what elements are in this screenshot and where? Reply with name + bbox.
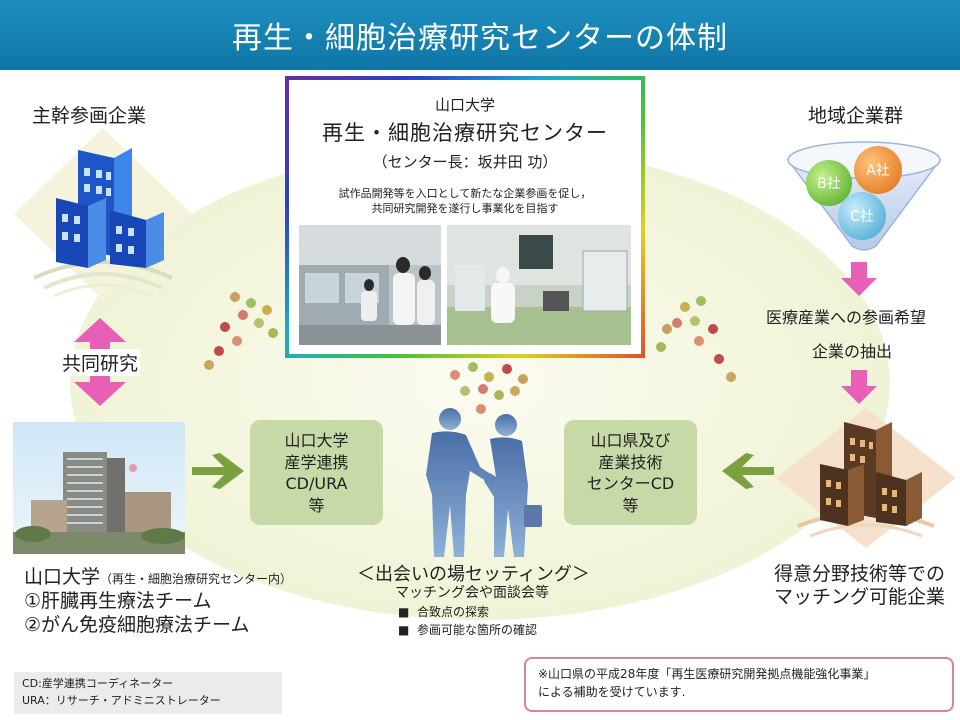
decorative-dot <box>696 296 706 306</box>
university-hospital-image <box>13 422 185 554</box>
regional-companies-label: 地域企業群 <box>808 105 904 127</box>
joint-research-label: 共同研究 <box>60 349 141 376</box>
company-a-bubble: A社 <box>854 146 902 194</box>
decorative-dot <box>476 404 486 414</box>
prefecture-coordinator-box: 山口県及び 産業技術 センターCD 等 <box>564 420 697 525</box>
arrow-left-icon <box>722 453 774 489</box>
corporate-building-icon <box>14 128 192 300</box>
decorative-dot <box>254 318 264 328</box>
decorative-dot <box>656 342 666 352</box>
lab-photo-1 <box>299 225 441 345</box>
abbreviation-ura: URA：リサーチ・アドミニストレーター <box>22 693 221 707</box>
team-immunotherapy: ②がん免疫細胞療法チーム <box>24 614 250 636</box>
center-head: （センター長：坂井田 功） <box>372 153 558 171</box>
decorative-dot <box>468 362 478 372</box>
lab-photo-2 <box>447 225 631 345</box>
decorative-dot <box>232 336 242 346</box>
university-name: 山口大学 <box>24 566 101 588</box>
bullet-icon: ■ <box>398 623 410 637</box>
matching-companies-building-icon <box>776 408 956 548</box>
decorative-dot <box>694 336 704 346</box>
decorative-dot <box>204 360 214 370</box>
decorative-dot <box>714 354 724 364</box>
university-note: （再生・細胞治療研究センター内） <box>100 572 293 586</box>
decorative-dot <box>246 298 256 308</box>
abbreviation-cd: CD:産学連携コーディネーター <box>22 677 174 690</box>
center-description: 試作品開発等を入口として新たな企業参画を促し， <box>338 187 592 200</box>
sponsor-company-label: 主幹参画企業 <box>32 105 147 127</box>
decorative-dot <box>484 372 494 382</box>
abbreviation-note: CD:産学連携コーディネーター URA：リサーチ・アドミニストレーター <box>14 672 282 714</box>
meeting-subtitle: マッチング会や面談会等 <box>395 585 549 601</box>
decorative-dot <box>708 324 718 334</box>
box-line: 等 <box>308 495 325 515</box>
company-b-label: B社 <box>817 176 841 192</box>
box-line: 山口大学 <box>284 431 349 450</box>
decorative-dot <box>518 374 528 384</box>
box-line: センターCD <box>586 474 675 494</box>
meeting-bullet: 合致点の探索 <box>416 605 489 619</box>
box-line: 等 <box>622 495 639 515</box>
company-c-label: C社 <box>850 209 874 225</box>
decorative-dot <box>460 386 470 396</box>
decorative-dot <box>230 292 240 302</box>
page-title: 再生・細胞治療研究センターの体制 <box>0 0 960 70</box>
box-line: 産業技術 <box>598 452 663 472</box>
center-university: 山口大学 <box>434 96 495 114</box>
meeting-title: ＜出会いの場セッティング＞ <box>357 564 590 585</box>
decorative-dot <box>220 322 230 332</box>
decorative-dot <box>450 370 460 380</box>
bullet-icon: ■ <box>398 605 410 619</box>
box-line: CD/URA <box>285 474 348 494</box>
team-liver: ①肝臓再生療法チーム <box>24 590 212 612</box>
arrow-right-icon <box>192 453 244 489</box>
funding-note: ※山口県の平成28年度「再生医療研究開発拠点機能強化事業」 による補助を受けてい… <box>524 657 954 712</box>
university-coordinator-box: 山口大学 産学連携 CD/URA 等 <box>250 420 383 525</box>
decorative-dot <box>268 328 278 338</box>
decorative-dot <box>502 364 512 374</box>
extraction-label: 企業の抽出 <box>812 342 893 361</box>
funding-note-line: による補助を受けています. <box>538 685 686 699</box>
decorative-dot <box>662 324 672 334</box>
company-c-bubble: C社 <box>838 192 886 240</box>
decorative-dot <box>478 384 488 394</box>
decorative-dot <box>494 390 504 400</box>
box-line: 山口県及び <box>590 431 671 450</box>
decorative-dot <box>510 386 520 396</box>
matching-company-label: 得意分野技術等での <box>774 563 946 585</box>
decorative-dot <box>672 318 682 328</box>
box-line: 産学連携 <box>284 452 349 472</box>
funding-note-line: ※山口県の平成28年度「再生医療研究開発拠点機能強化事業」 <box>538 667 876 681</box>
decorative-dot <box>726 372 736 382</box>
arrow-down-icon <box>841 262 877 296</box>
decorative-dot <box>214 346 224 356</box>
center-name: 再生・細胞治療研究センター <box>322 121 608 145</box>
handshake-icon <box>426 408 542 557</box>
decorative-dot <box>680 302 690 312</box>
matching-company-label: マッチング可能企業 <box>774 586 946 608</box>
decorative-dot <box>690 316 700 326</box>
center-description: 共同研究開発を遂行し事業化を目指す <box>371 202 559 216</box>
decorative-dot <box>238 310 248 320</box>
decorative-dot <box>262 305 272 315</box>
arrow-down-icon <box>841 370 877 404</box>
research-center-box: 山口大学 再生・細胞治療研究センター （センター長：坂井田 功） 試作品開発等を… <box>285 76 645 358</box>
participation-need-label: 医療産業への参画希望 <box>766 308 927 327</box>
company-a-label: A社 <box>866 163 890 179</box>
meeting-bullet: 参画可能な箇所の確認 <box>416 623 537 637</box>
